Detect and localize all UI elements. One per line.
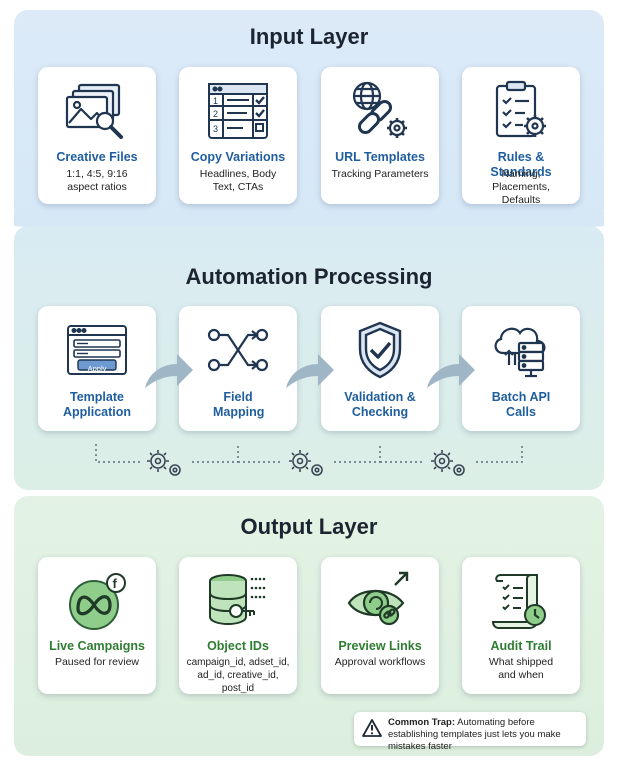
- image-stack-search-icon: [38, 77, 156, 145]
- svg-text:f: f: [113, 576, 118, 591]
- flow-arrow: [286, 354, 334, 388]
- output-layer-title: Output Layer: [240, 514, 378, 539]
- card-title: Validation & Checking: [344, 390, 416, 419]
- input-card-rules-standards: Rules & Standards Naming, Placements, De…: [462, 67, 580, 206]
- eye-link-icon: [321, 567, 439, 635]
- card-subtitle: campaign_id, adset_id, ad_id, creative_i…: [186, 657, 290, 694]
- card-title: Preview Links: [338, 639, 422, 653]
- card-subtitle: Paused for review: [54, 656, 140, 668]
- svg-text:1: 1: [213, 96, 218, 106]
- svg-text:2: 2: [213, 109, 218, 119]
- clipboard-checklist-gear-icon: [462, 77, 580, 145]
- cloud-server-icon: [462, 316, 580, 384]
- input-card-url-templates: URL Templates Tracking Parameters: [321, 67, 439, 204]
- output-card-preview-links: Preview Links Approval workflows: [321, 557, 439, 694]
- process-connector-track: [95, 444, 523, 476]
- meta-facebook-icon: f: [38, 567, 156, 635]
- automation-card-validation-checking: Validation & Checking: [321, 306, 439, 431]
- common-trap-callout: Common Trap: Automating before establish…: [354, 712, 586, 752]
- crossing-connectors-icon: [179, 316, 297, 384]
- browser-form-apply-icon: [38, 316, 156, 384]
- input-layer-title: Input Layer: [249, 24, 369, 49]
- apply-button-label: Apply: [87, 364, 107, 373]
- automation-card-template-application: Apply Template Application: [38, 306, 156, 431]
- callout-label: Common Trap:: [388, 717, 456, 728]
- card-title: Object IDs: [207, 639, 269, 653]
- database-key-icon: [179, 567, 297, 635]
- globe-link-gear-icon: [321, 77, 439, 145]
- card-title: Live Campaigns: [49, 639, 145, 653]
- card-title: Audit Trail: [490, 639, 552, 653]
- output-card-live-campaigns: f Live Campaigns Paused for review: [38, 557, 156, 694]
- card-title: Batch API Calls: [491, 390, 551, 419]
- input-card-creative-files: Creative Files 1:1, 4:5, 9:16 aspect rat…: [38, 67, 156, 204]
- card-title: Creative Files: [56, 150, 138, 164]
- card-subtitle: Headlines, Body Text, CTAs: [199, 168, 277, 193]
- automation-card-field-mapping: Field Mapping: [179, 306, 297, 431]
- card-subtitle: Approval workflows: [334, 656, 426, 668]
- output-card-object-ids: Object IDs campaign_id, adset_id, ad_id,…: [179, 557, 297, 694]
- card-title: Rules & Standards: [490, 150, 552, 179]
- scroll-clock-icon: [462, 567, 580, 635]
- numbered-table-icon: 1 2 3: [179, 77, 297, 145]
- card-title: Template Application: [62, 390, 132, 419]
- card-subtitle: 1:1, 4:5, 9:16 aspect ratios: [66, 168, 128, 193]
- svg-text:3: 3: [213, 124, 218, 134]
- card-subtitle: Naming, Placements, Defaults: [492, 168, 550, 206]
- card-subtitle: Tracking Parameters: [331, 168, 429, 180]
- flow-arrow: [427, 354, 475, 388]
- card-subtitle: What shipped and when: [488, 656, 554, 681]
- input-card-copy-variations: 1 2 3 Copy Variations Headlines, Body Te…: [179, 67, 297, 204]
- automation-card-batch-api-calls: Batch API Calls: [462, 306, 580, 431]
- shield-check-icon: [321, 316, 439, 384]
- card-title: URL Templates: [335, 150, 425, 164]
- output-card-audit-trail: Audit Trail What shipped and when: [462, 557, 580, 694]
- gear-icon: [147, 450, 181, 476]
- card-title: Copy Variations: [190, 150, 286, 164]
- warning-triangle-icon: [362, 719, 382, 737]
- flow-arrow: [145, 354, 193, 388]
- callout-text: Automating before establishing templates…: [388, 717, 561, 752]
- card-title: Field Mapping: [213, 390, 265, 419]
- automation-layer-title: Automation Processing: [185, 264, 433, 289]
